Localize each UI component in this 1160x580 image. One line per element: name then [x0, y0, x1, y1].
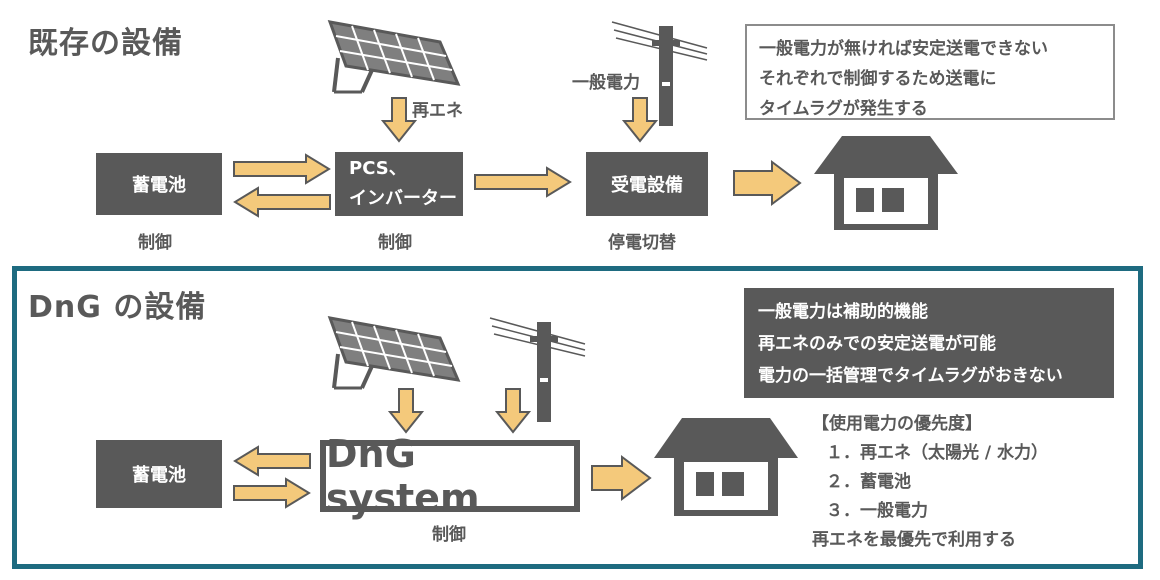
utility-pole-icon: [489, 317, 586, 422]
dng-battery-box: 蓄電池: [96, 440, 222, 508]
priority-item-2: ２．蓄電池: [826, 472, 911, 492]
grid-label: 一般電力: [572, 73, 640, 93]
existing-note-line-2: それぞれで制御するため送電に: [759, 69, 997, 89]
battery-box: 蓄電池: [96, 153, 222, 215]
arrow-right-to-pcs: [233, 153, 331, 185]
battery-label: 蓄電池: [132, 175, 186, 196]
pcs-inverter-box: PCS、 インバーター: [335, 152, 463, 216]
existing-note-line-1: 一般電力が無ければ安定送電できない: [759, 39, 1048, 59]
renewable-label: 再エネ: [412, 101, 463, 121]
dng-control-caption: 制御: [432, 525, 466, 545]
utility-pole-icon: [611, 21, 708, 126]
arrow-left-to-battery: [233, 445, 311, 477]
dng-system-box: DnG system: [320, 432, 580, 520]
arrow-down-grid: [621, 97, 659, 143]
priority-heading: 【使用電力の優先度】: [812, 414, 982, 434]
dng-system-label: DnG system: [326, 432, 480, 520]
priority-item-3: ３．一般電力: [826, 501, 928, 521]
priority-list: 【使用電力の優先度】 １．再エネ（太陽光 / 水力） ２．蓄電池 ３．一般電力 …: [812, 410, 1048, 555]
arrow-right-to-house: [733, 160, 802, 206]
house-icon: [814, 136, 958, 230]
arrow-down-renewable: [380, 97, 418, 143]
inverter-label: インバーター: [349, 188, 457, 209]
dng-note-line-2: 再エネのみでの安定送電が可能: [758, 334, 996, 354]
dng-note-line-3: 電力の一括管理でタイムラグがおきない: [758, 366, 1063, 386]
existing-note-line-3: タイムラグが発生する: [759, 99, 928, 119]
solar-panel-icon: [327, 316, 461, 390]
dng-note-line-1: 一般電力は補助的機能: [758, 302, 928, 322]
arrow-down-grid: [494, 388, 532, 434]
dng-note-box: 一般電力は補助的機能 再エネのみでの安定送電が可能 電力の一括管理でタイムラグが…: [744, 288, 1114, 398]
blackout-switch-caption: 停電切替: [608, 233, 676, 253]
arrow-left-to-battery: [233, 186, 331, 218]
arrow-right-to-house: [591, 455, 652, 501]
dng-battery-label: 蓄電池: [132, 465, 186, 486]
receiving-equipment-box: 受電設備: [586, 152, 708, 216]
dng-section-frame: [12, 266, 1143, 569]
priority-footer: 再エネを最優先で利用する: [812, 530, 1016, 550]
existing-section-title: 既存の設備: [28, 26, 183, 61]
receiving-label: 受電設備: [611, 175, 683, 196]
existing-note-box: 一般電力が無ければ安定送電できない それぞれで制御するため送電に タイムラグが発…: [745, 24, 1115, 120]
arrow-down-renewable: [387, 388, 425, 434]
pcs-control-caption: 制御: [378, 233, 412, 253]
solar-panel-icon: [327, 20, 461, 94]
house-icon: [654, 418, 798, 516]
pcs-label: PCS、: [349, 158, 407, 179]
arrow-right-to-system: [233, 477, 311, 509]
dng-section-title: DnG の設備: [28, 290, 207, 325]
arrow-right-to-receiving: [474, 166, 572, 198]
priority-item-1: １．再エネ（太陽光 / 水力）: [826, 443, 1049, 463]
battery-control-caption: 制御: [138, 233, 172, 253]
